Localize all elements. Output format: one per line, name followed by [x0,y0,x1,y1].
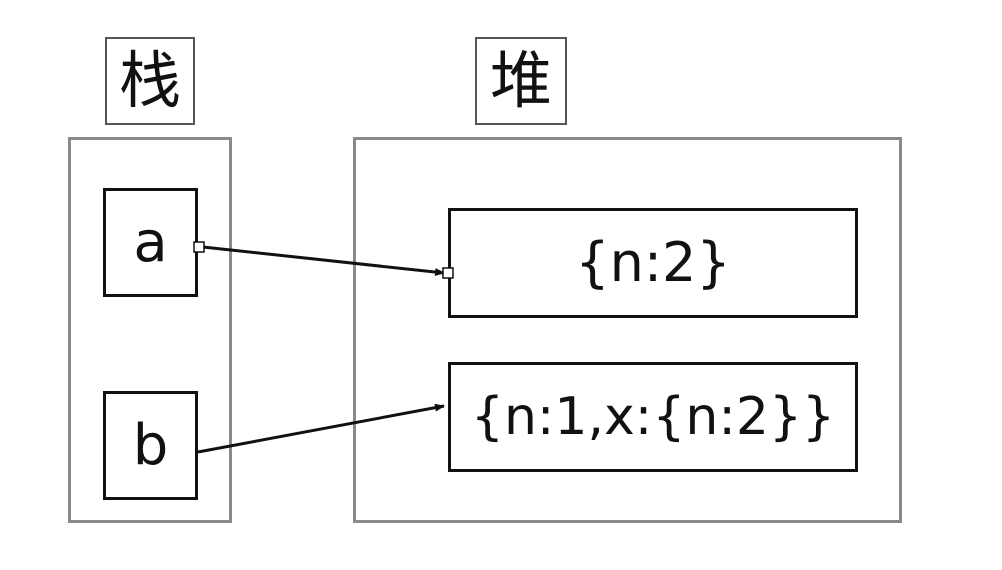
heap-title: 堆 [475,37,567,125]
heap-object-2-label: {n:1,x:{n:2}} [470,387,836,447]
heap-object-2: {n:1,x:{n:2}} [448,362,858,472]
heap-object-1-label: {n:2} [575,231,731,294]
stack-variable-a: a [103,188,198,297]
stack-title: 栈 [105,37,195,125]
stack-variable-b: b [103,391,198,500]
stack-variable-a-label: a [133,209,168,275]
stack-title-label: 栈 [118,44,181,117]
stack-variable-b-label: b [132,412,169,478]
heap-title-label: 堆 [489,44,552,117]
heap-object-1: {n:2} [448,208,858,318]
